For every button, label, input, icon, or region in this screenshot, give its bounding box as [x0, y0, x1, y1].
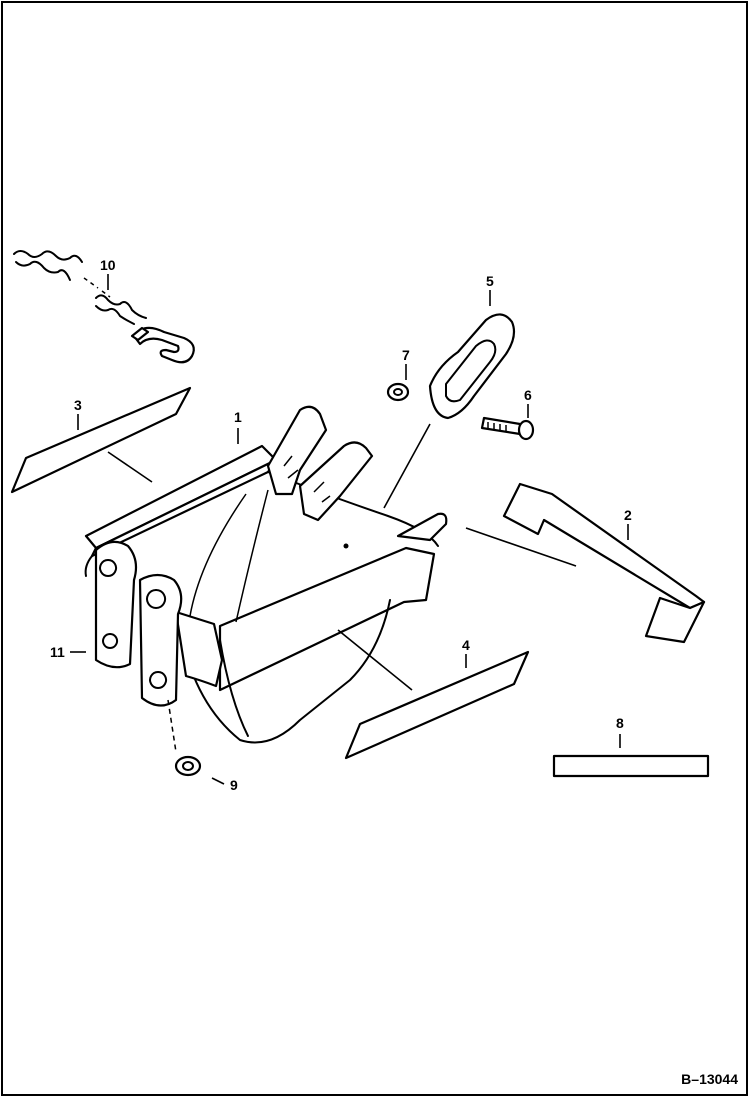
callout-3: 3	[74, 397, 82, 413]
wear-strip-right	[344, 650, 530, 760]
callout-4: 4	[462, 637, 470, 653]
callout-1: 1	[234, 409, 242, 425]
chain-with-hook	[13, 250, 195, 364]
callout-10: 10	[100, 257, 116, 273]
bucket-tooth	[383, 313, 516, 509]
callout-2: 2	[624, 507, 632, 523]
figure-code: B–13044	[681, 1071, 738, 1087]
callout-6: 6	[524, 387, 532, 403]
side-cutter	[465, 482, 706, 644]
decal-strip	[552, 754, 710, 778]
bolt	[480, 416, 535, 441]
nut	[386, 382, 410, 402]
callout-8: 8	[616, 715, 624, 731]
callout-9: 9	[230, 777, 238, 793]
bucket	[84, 405, 448, 744]
leader-lines	[70, 274, 629, 785]
wear-strip-left	[10, 386, 192, 494]
pin-and-washer	[167, 699, 202, 777]
callout-7: 7	[402, 347, 410, 363]
callout-5: 5	[486, 273, 494, 289]
callout-11: 11	[50, 644, 65, 660]
